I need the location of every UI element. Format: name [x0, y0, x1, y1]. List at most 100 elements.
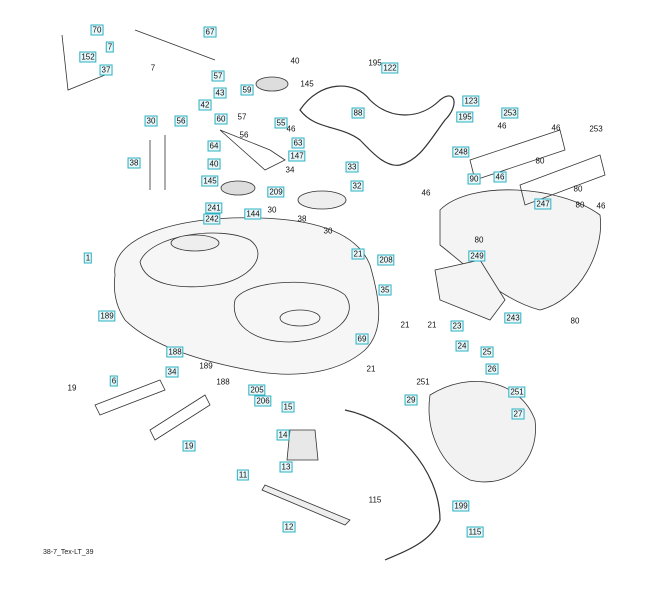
part-callout-188: 188 [166, 346, 184, 358]
part-callout-42: 42 [198, 99, 212, 111]
part-callout-63: 63 [291, 137, 305, 149]
part-callout-15: 15 [281, 401, 295, 413]
part-callout-38: 38 [127, 157, 141, 169]
idler-pulley-top [255, 76, 289, 92]
part-callout-251: 251 [416, 377, 430, 387]
part-callout-11: 11 [236, 469, 250, 481]
deflector-199 [344, 409, 441, 561]
part-callout-242: 242 [203, 213, 221, 225]
part-callout-209: 209 [267, 186, 285, 198]
part-callout-34: 34 [285, 165, 295, 175]
part-callout-30: 30 [144, 115, 158, 127]
part-callout-40: 40 [207, 158, 221, 170]
part-callout-115: 115 [466, 526, 484, 538]
blade [261, 484, 351, 526]
part-callout-46: 46 [596, 201, 606, 211]
linkage-rod [61, 29, 216, 91]
discharge-chute [428, 381, 536, 483]
part-callout-7: 7 [105, 41, 115, 53]
part-callout-195: 195 [368, 58, 382, 68]
part-callout-144: 144 [244, 208, 262, 220]
part-callout-206: 206 [254, 395, 272, 407]
part-callout-123: 123 [462, 95, 480, 107]
part-callout-199: 199 [452, 500, 470, 512]
part-callout-24: 24 [455, 340, 469, 352]
part-callout-29: 29 [404, 394, 418, 406]
part-callout-21: 21 [366, 364, 376, 374]
part-callout-80: 80 [573, 184, 583, 194]
part-callout-6: 6 [109, 375, 119, 387]
part-callout-32: 32 [350, 180, 364, 192]
drawing-code: 38-7_Tex-LT_39 [43, 549, 94, 556]
part-callout-195: 195 [456, 111, 474, 123]
drive-belt [299, 85, 455, 166]
part-callout-7: 7 [150, 63, 156, 73]
spindle-pulley [297, 190, 347, 210]
part-callout-21: 21 [400, 320, 410, 330]
part-callout-243: 243 [504, 312, 522, 324]
part-callout-19: 19 [67, 383, 77, 393]
part-callout-80: 80 [474, 235, 484, 245]
part-callout-64: 64 [207, 140, 221, 152]
part-callout-253: 253 [501, 107, 519, 119]
part-callout-23: 23 [450, 320, 464, 332]
part-callout-147: 147 [288, 150, 306, 162]
belt-shield-247 [519, 154, 606, 206]
part-callout-14: 14 [276, 429, 290, 441]
idler-pulley-mid [220, 180, 256, 196]
part-callout-115: 115 [368, 495, 382, 505]
part-callout-70: 70 [90, 24, 104, 36]
part-callout-21: 21 [351, 248, 365, 260]
part-callout-1: 1 [83, 252, 93, 264]
anti-scalp-arm-left [94, 379, 166, 416]
part-callout-12: 12 [282, 521, 296, 533]
part-callout-56: 56 [239, 130, 249, 140]
part-callout-13: 13 [279, 461, 293, 473]
part-callout-80: 80 [570, 316, 580, 326]
part-callout-46: 46 [421, 188, 431, 198]
part-callout-21: 21 [427, 320, 437, 330]
part-callout-247: 247 [534, 198, 552, 210]
part-callout-253: 253 [589, 124, 603, 134]
part-callout-30: 30 [267, 205, 277, 215]
part-callout-34: 34 [165, 366, 179, 378]
part-callout-35: 35 [378, 284, 392, 296]
part-callout-145: 145 [201, 175, 219, 187]
spindle-housing [286, 429, 319, 461]
mower-deck-shell [113, 217, 380, 375]
part-callout-46: 46 [286, 124, 296, 134]
part-callout-69: 69 [355, 333, 369, 345]
part-callout-26: 26 [485, 363, 499, 375]
part-callout-145: 145 [300, 79, 314, 89]
part-callout-56: 56 [174, 115, 188, 127]
part-callout-27: 27 [511, 408, 525, 420]
lift-arm [149, 135, 166, 190]
part-callout-55: 55 [274, 117, 288, 129]
part-callout-59: 59 [240, 84, 254, 96]
part-callout-40: 40 [290, 56, 300, 66]
part-callout-57: 57 [237, 112, 247, 122]
anti-scalp-arm-right [149, 394, 211, 441]
part-callout-37: 37 [99, 64, 113, 76]
part-callout-60: 60 [214, 113, 228, 125]
part-callout-189: 189 [98, 310, 116, 322]
part-callout-46: 46 [551, 123, 561, 133]
part-callout-122: 122 [381, 62, 399, 74]
part-callout-241: 241 [205, 202, 223, 214]
part-callout-33: 33 [345, 161, 359, 173]
part-callout-30: 30 [323, 226, 333, 236]
part-callout-208: 208 [377, 254, 395, 266]
part-callout-46: 46 [493, 171, 507, 183]
part-callout-80: 80 [535, 156, 545, 166]
belt-shield-248 [469, 129, 566, 181]
part-callout-188: 188 [216, 377, 230, 387]
part-callout-46: 46 [497, 121, 507, 131]
deck-spindle-hole [279, 309, 321, 327]
part-callout-67: 67 [203, 26, 217, 38]
part-callout-38: 38 [297, 214, 307, 224]
part-callout-43: 43 [213, 87, 227, 99]
part-callout-189: 189 [199, 361, 213, 371]
part-callout-25: 25 [480, 346, 494, 358]
